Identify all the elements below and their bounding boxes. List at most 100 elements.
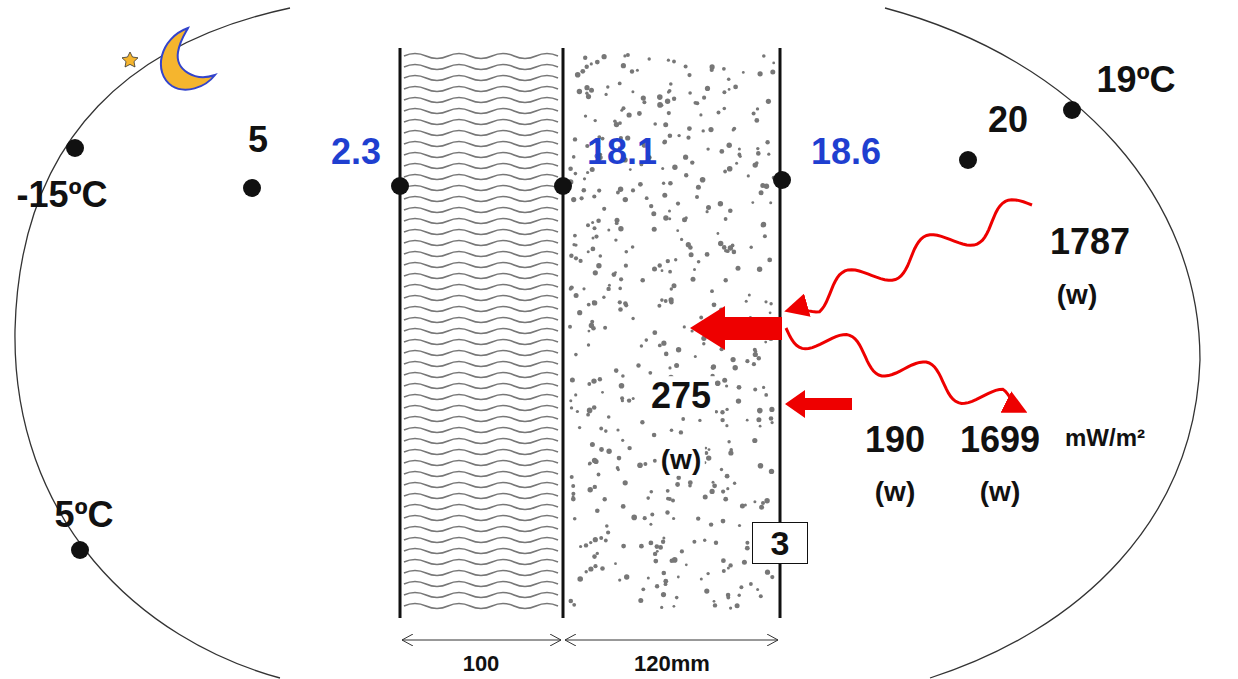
aggregate-dot xyxy=(728,208,733,213)
aggregate-dot xyxy=(699,113,702,116)
aggregate-dot xyxy=(577,310,582,315)
aggregate-dot xyxy=(591,326,596,331)
aggregate-dot xyxy=(658,263,662,267)
aggregate-dot xyxy=(601,391,604,394)
dimension-line xyxy=(565,640,778,641)
aggregate-dot xyxy=(720,468,723,471)
aggregate-dot xyxy=(574,393,577,396)
aggregate-dot xyxy=(606,85,609,88)
insulation-strand xyxy=(404,307,558,312)
aggregate-dot xyxy=(725,474,730,479)
aggregate-dot xyxy=(728,88,731,91)
wall-line xyxy=(399,48,402,618)
aggregate-dot xyxy=(688,484,692,488)
aggregate-dot xyxy=(702,129,705,132)
value-label: mW/m² xyxy=(1065,425,1145,451)
value-label: (w) xyxy=(980,477,1020,508)
aggregate-dot xyxy=(623,197,628,202)
aggregate-dot xyxy=(699,316,703,320)
insulation-strand xyxy=(404,142,558,147)
aggregate-dot xyxy=(754,118,759,123)
aggregate-dot xyxy=(728,245,733,250)
aggregate-dot xyxy=(672,60,676,64)
aggregate-dot xyxy=(621,544,626,549)
aggregate-dot xyxy=(764,300,767,303)
aggregate-dot xyxy=(704,589,709,594)
aggregate-dot xyxy=(756,107,759,110)
aggregate-dot xyxy=(663,122,668,127)
aggregate-dot xyxy=(735,603,740,608)
aggregate-dot xyxy=(616,466,620,470)
aggregate-dot xyxy=(676,475,681,480)
aggregate-dot xyxy=(726,487,729,490)
aggregate-dot xyxy=(583,177,586,180)
aggregate-dot xyxy=(649,523,652,526)
aggregate-dot xyxy=(580,196,584,200)
aggregate-dot xyxy=(686,242,691,247)
aggregate-dot xyxy=(668,270,672,274)
temp-point xyxy=(554,177,572,195)
aggregate-dot xyxy=(757,356,761,360)
aggregate-dot xyxy=(752,362,756,366)
aggregate-dot xyxy=(762,54,766,58)
aggregate-dot xyxy=(593,270,598,275)
aggregate-dot xyxy=(614,122,619,127)
temp-point xyxy=(959,151,977,169)
aggregate-dot xyxy=(697,260,701,264)
aggregate-dot xyxy=(722,378,727,383)
aggregate-dot xyxy=(592,458,597,463)
aggregate-dot xyxy=(589,88,594,93)
aggregate-dot xyxy=(624,264,628,268)
aggregate-dot xyxy=(764,341,767,344)
value-label: 5 xyxy=(248,120,268,160)
value-label: (w) xyxy=(875,477,915,508)
aggregate-dot xyxy=(619,383,625,389)
aggregate-dot xyxy=(606,287,610,291)
aggregate-dot xyxy=(663,215,668,220)
aggregate-dot xyxy=(694,101,698,105)
aggregate-dot xyxy=(574,172,578,176)
aggregate-dot xyxy=(692,540,696,544)
aggregate-dot xyxy=(597,189,601,193)
aggregate-dot xyxy=(599,427,603,431)
aggregate-dot xyxy=(696,185,701,190)
aggregate-dot xyxy=(619,277,623,281)
aggregate-dot xyxy=(593,564,597,568)
aggregate-dot xyxy=(662,193,667,198)
insulation-strand xyxy=(404,450,558,455)
aggregate-dot xyxy=(617,456,622,461)
aggregate-dot xyxy=(748,293,751,296)
aggregate-dot xyxy=(602,207,606,211)
aggregate-dot xyxy=(726,596,730,600)
aggregate-dot xyxy=(587,408,593,414)
aggregate-dot xyxy=(668,134,673,139)
aggregate-dot xyxy=(717,111,721,115)
insulation-strand xyxy=(404,241,558,246)
inside-arc xyxy=(885,8,1200,678)
insulation-strand xyxy=(404,274,558,279)
aggregate-dot xyxy=(710,289,714,293)
aggregate-dot xyxy=(604,429,608,433)
aggregate-dot xyxy=(666,259,670,263)
aggregate-dot xyxy=(643,462,647,466)
aggregate-dot xyxy=(653,559,658,564)
aggregate-dot xyxy=(597,473,601,477)
aggregate-dot xyxy=(722,245,727,250)
aggregate-dot xyxy=(621,63,626,68)
moon-icon xyxy=(161,28,215,90)
aggregate-dot xyxy=(663,140,667,144)
aggregate-dot xyxy=(579,259,583,263)
aggregate-dot xyxy=(662,571,667,576)
aggregate-dot xyxy=(578,426,581,429)
aggregate-dot xyxy=(763,234,767,238)
aggregate-dot xyxy=(710,489,715,494)
aggregate-dot xyxy=(591,247,596,252)
insulation-strand xyxy=(404,527,558,532)
aggregate-dot xyxy=(650,513,654,517)
aggregate-dot xyxy=(758,71,763,76)
aggregate-dot xyxy=(684,64,688,68)
aggregate-dot xyxy=(636,69,639,72)
aggregate-dot xyxy=(592,300,595,303)
aggregate-dot xyxy=(702,342,705,345)
aggregate-dot xyxy=(710,68,714,72)
